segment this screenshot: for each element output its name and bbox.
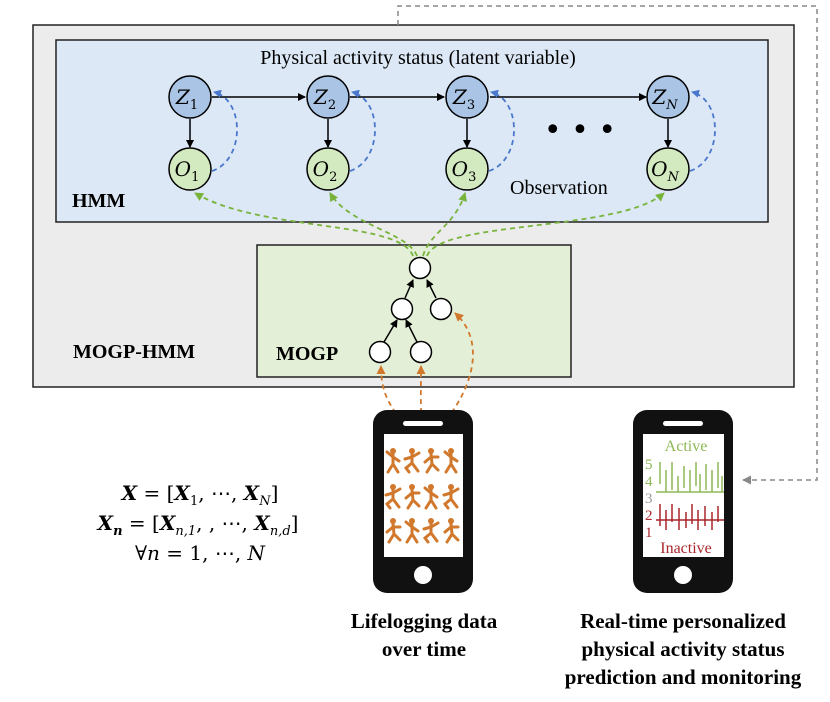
- svg-text:O3: O3: [452, 157, 477, 185]
- left-caption-line-1: Lifelogging data: [351, 609, 498, 633]
- svg-text:ON: ON: [651, 157, 679, 185]
- svg-text:ZN: ZN: [651, 85, 678, 113]
- hmm-label: HMM: [72, 190, 125, 212]
- observed-node-o1: O1: [168, 147, 212, 191]
- tree-node-leaf-2: [409, 340, 433, 364]
- tree-node-right: [429, 297, 453, 321]
- equation-line-2: Xn = [Xn,1, , ⋯, Xn,d]: [96, 511, 299, 539]
- latent-node-z2: Z2: [306, 75, 350, 119]
- tree-edge: [383, 319, 398, 343]
- svg-text:O1: O1: [175, 157, 200, 185]
- mogp-hmm-label: MOGP-HMM: [73, 341, 195, 363]
- svg-text:Z2: Z2: [313, 85, 336, 113]
- person-pictogram: [404, 484, 421, 510]
- green-arrow-to-o3: [422, 192, 467, 257]
- mogp-label: MOGP: [276, 343, 338, 365]
- equation-line-1: X = [X1, ⋯, XN]: [120, 481, 279, 509]
- hmm-title: Physical activity status (latent variabl…: [260, 47, 575, 69]
- tree-node-leaf-1: [368, 340, 392, 364]
- blue-dashed-1: [211, 89, 238, 172]
- latent-node-z3: Z3: [445, 75, 489, 119]
- level-5: 5: [645, 457, 653, 473]
- equation-block: X = [X1, ⋯, XN] Xn = [Xn,1, , ⋯, Xn,d] ∀…: [96, 481, 299, 565]
- person-pictogram: [384, 484, 402, 510]
- observed-node-o3: O3: [445, 147, 489, 191]
- person-pictogram: [422, 518, 440, 544]
- tree-node-left: [390, 297, 414, 321]
- tree-node-root: [408, 256, 432, 280]
- ellipsis: • • •: [544, 113, 616, 148]
- active-label: Active: [665, 438, 708, 455]
- level-2: 2: [645, 508, 653, 524]
- level-1: 1: [645, 525, 653, 541]
- person-pictogram: [403, 448, 421, 474]
- tree-edge: [426, 279, 437, 299]
- green-arrow-to-o1: [194, 192, 414, 257]
- svg-text:Z3: Z3: [452, 85, 475, 113]
- inactive-label: Inactive: [660, 540, 712, 557]
- person-pictogram: [404, 518, 420, 544]
- blue-dashed-n: [689, 89, 716, 172]
- observation-label: Observation: [510, 177, 608, 199]
- latent-node-zn: ZN: [646, 75, 690, 119]
- svg-text:Z1: Z1: [175, 85, 198, 113]
- equation-line-3: ∀n = 1, ⋯, N: [135, 541, 267, 565]
- tree-edge: [405, 319, 418, 343]
- person-pictogram: [443, 448, 459, 474]
- green-arrow-to-o2: [329, 192, 418, 257]
- observed-node-o2: O2: [306, 147, 350, 191]
- right-caption-line-3: prediction and monitoring: [565, 665, 802, 689]
- tree-edge: [404, 279, 414, 299]
- person-pictogram: [385, 518, 402, 544]
- orange-arrow-2: [416, 365, 426, 441]
- person-pictogram: [443, 518, 460, 544]
- activity-signal: [656, 462, 724, 530]
- blue-dashed-3: [488, 89, 515, 172]
- person-pictogram: [423, 484, 439, 510]
- right-caption-line-1: Real-time personalized: [580, 609, 786, 633]
- person-pictogram: [423, 448, 440, 474]
- activity-figures: [384, 448, 460, 544]
- level-4: 4: [645, 474, 653, 490]
- right-caption-line-2: physical activity status: [581, 637, 784, 661]
- feedback-dashed-line: [397, 5, 818, 485]
- latent-node-z1: Z1: [168, 75, 212, 119]
- hmm-box: [55, 39, 769, 223]
- blue-dashed-2: [349, 89, 376, 172]
- right-phone: [633, 410, 733, 593]
- person-pictogram: [442, 484, 460, 510]
- person-pictogram: [385, 448, 401, 474]
- observed-node-on: ON: [646, 147, 690, 191]
- left-caption-line-2: over time: [382, 637, 466, 661]
- level-3: 3: [645, 491, 653, 507]
- svg-text:O2: O2: [313, 157, 338, 185]
